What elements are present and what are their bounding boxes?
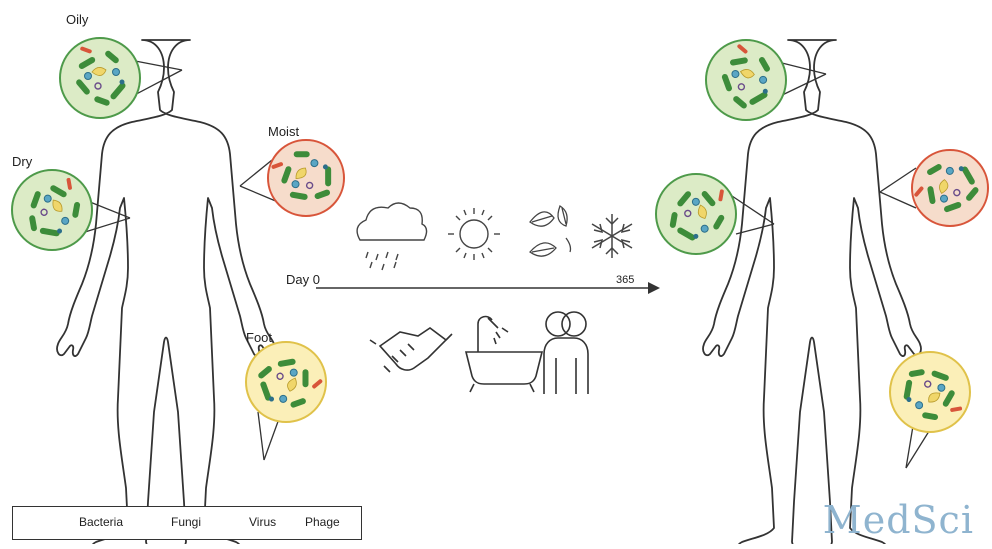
zoom-moist-right: [911, 150, 988, 226]
leaves-icon: [530, 206, 571, 256]
legend-fungi-label: Fungi: [171, 515, 201, 529]
timeline-start-label: Day 0: [286, 272, 320, 287]
zoom-foot-left: [246, 342, 326, 422]
people-icon: [544, 312, 588, 394]
legend-bacteria-label: Bacteria: [79, 515, 123, 529]
timeline-arrow: [316, 282, 660, 294]
watermark-medsci: MedSci: [823, 498, 974, 542]
snowflake-icon: [592, 214, 632, 258]
handshake-icon: [370, 328, 452, 372]
zoom-dry-left: [12, 170, 93, 250]
zoom-oily-left: [60, 38, 140, 118]
zoom-foot-right: [890, 352, 970, 433]
legend-virus-label: Virus: [249, 515, 276, 529]
timeline-end-label: 365: [616, 274, 634, 286]
label-foot: Foot: [246, 330, 272, 345]
zoom-dry-right: [656, 174, 736, 254]
zoom-oily-right: [706, 40, 786, 120]
legend: Bacteria Fungi Virus Phage: [12, 506, 362, 540]
label-oily: Oily: [66, 12, 88, 27]
label-moist: Moist: [268, 124, 299, 139]
label-dry: Dry: [12, 154, 32, 169]
bathtub-shower-icon: [466, 317, 542, 392]
rain-cloud-icon: [357, 203, 426, 270]
zoom-moist-left: [266, 136, 345, 216]
sun-icon: [448, 208, 500, 260]
legend-phage-label: Phage: [305, 515, 340, 529]
